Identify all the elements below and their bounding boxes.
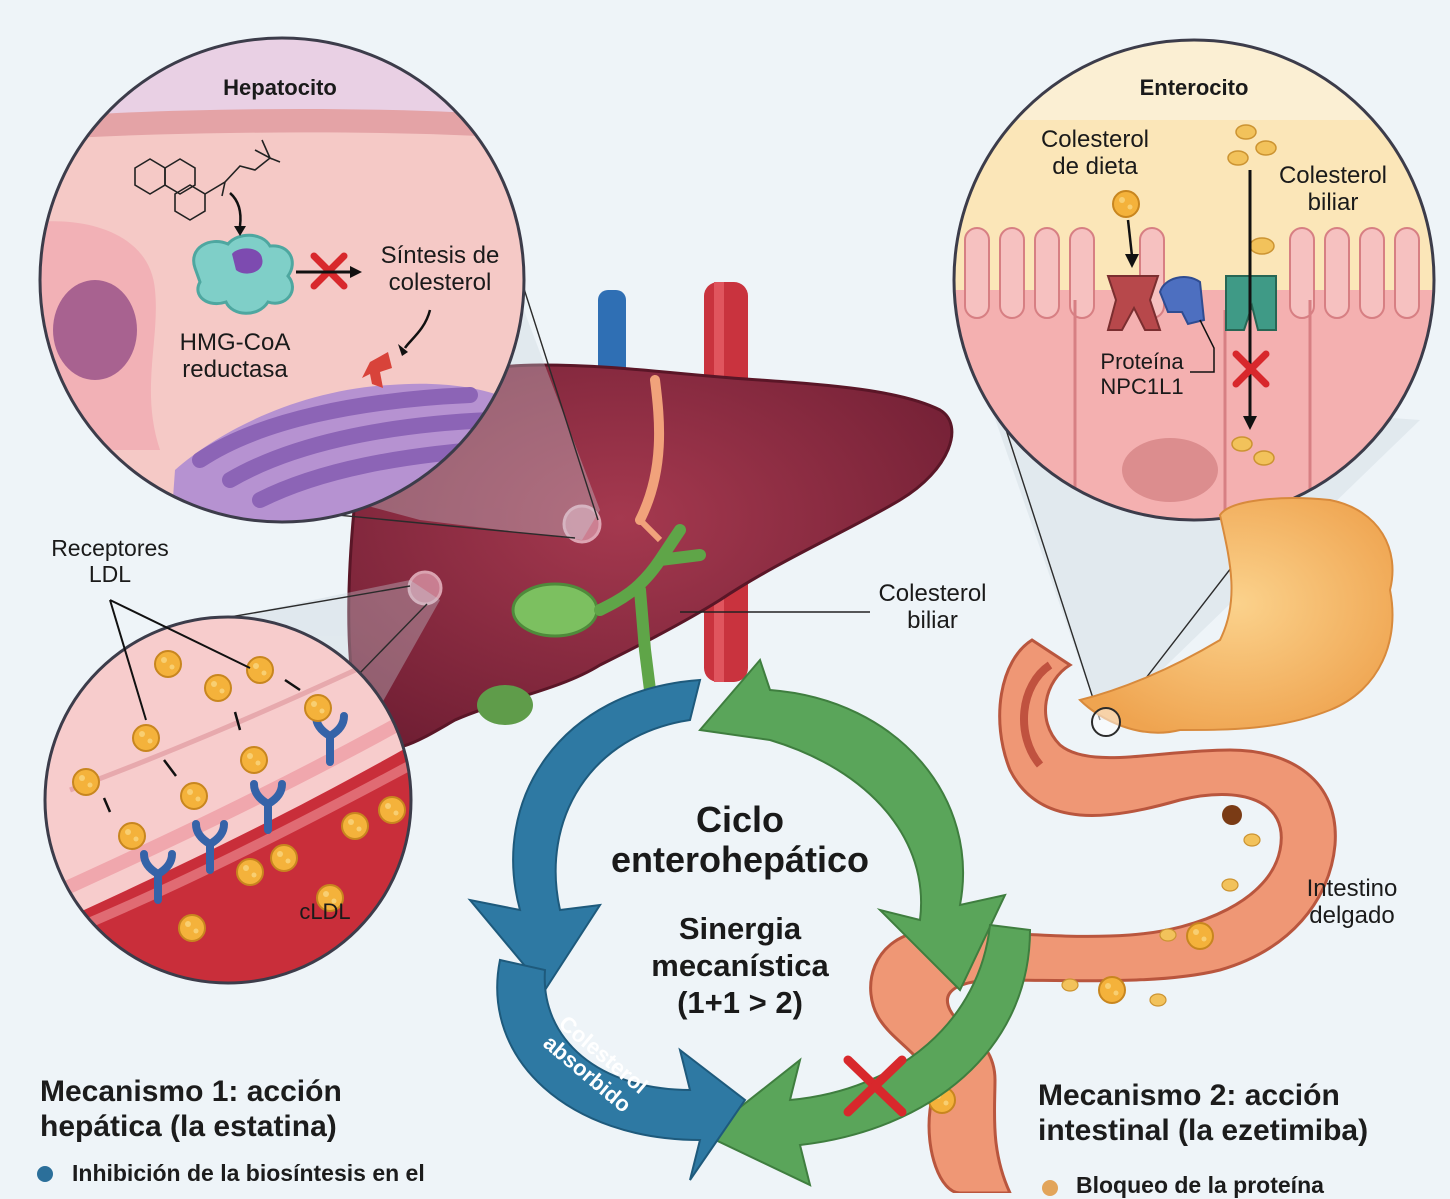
mechanism-2-line1: Mecanismo 2: acción	[1038, 1079, 1340, 1112]
ldl-receptor-inset	[43, 599, 413, 985]
mechanism-2-bullet: Bloqueo de la proteína	[1076, 1172, 1324, 1198]
enterocyte-title: Enterocito	[1139, 75, 1249, 100]
cldl-label: cLDL	[299, 899, 351, 924]
cycle-title-line1: Ciclo	[695, 799, 784, 840]
synthesis-label: Síntesis de colesterol	[380, 242, 500, 296]
hmg-coa-label: HMG-CoA reductasa	[179, 329, 291, 383]
synergy-line3: (1+1 > 2)	[677, 985, 803, 1021]
hepatocyte-title: Hepatocito	[223, 75, 337, 100]
intestine-illustration	[869, 497, 1394, 1195]
npc1l1-label: Proteína NPC1L1	[1100, 349, 1184, 399]
ldl-receptors-label: Receptores LDL	[51, 535, 169, 587]
cycle-title: Ciclo enterohepático	[590, 799, 890, 881]
cycle-title-line2: enterohepático	[610, 839, 870, 881]
synergy-line1: Sinergia	[678, 911, 802, 946]
cycle-arrows	[467, 658, 1032, 1187]
liver-illustration	[347, 363, 954, 750]
mechanism-2-title: Mecanismo 2: acción intestinal (la ezeti…	[1038, 1078, 1368, 1149]
mechanism-2-line2: intestinal (la ezetimiba)	[1038, 1114, 1369, 1148]
mechanism-1-title: Mecanismo 1: acción hepática (la estatin…	[40, 1074, 342, 1145]
dietary-cholesterol-label: Colesterol de dieta	[1040, 126, 1150, 180]
mechanism-1-bullet: Inhibición de la biosíntesis en el	[72, 1160, 425, 1186]
biliary-cholesterol-label: Colesterol biliar	[878, 580, 987, 634]
biliary-cholesterol-inset-label: Colesterol biliar	[1278, 162, 1388, 216]
mechanism-1-line2: hepática (la estatina)	[40, 1110, 337, 1144]
synergy-line2: mecanística	[651, 948, 829, 984]
mechanism-1-line1: Mecanismo 1: acción	[40, 1075, 342, 1108]
small-intestine-label: Intestino delgado	[1306, 875, 1398, 929]
mechanism-2-bullet-dot	[1042, 1180, 1058, 1196]
synergy-label: Sinergia mecanística (1+1 > 2)	[620, 910, 860, 1022]
mechanism-1-bullet-dot	[37, 1166, 53, 1182]
